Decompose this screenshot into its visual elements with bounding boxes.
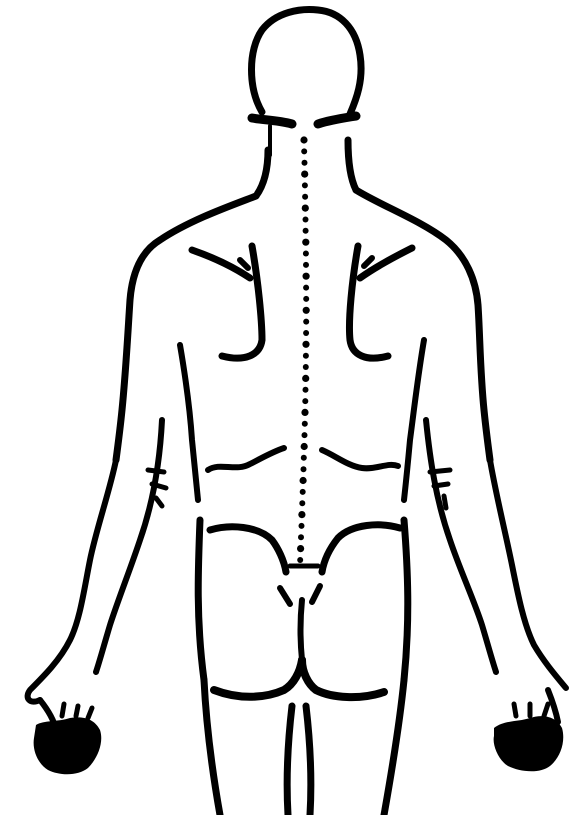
left-shoulder-arm <box>28 196 256 702</box>
spine-dot <box>302 182 308 188</box>
torso-sides <box>180 340 424 500</box>
spine-dot <box>303 353 309 359</box>
spine-dot <box>301 409 308 416</box>
spine-dot <box>301 148 307 154</box>
left-hand <box>34 700 102 774</box>
buttocks <box>214 600 384 697</box>
right-scapula <box>349 246 412 358</box>
spine-dot <box>297 545 304 552</box>
spine-dot <box>301 455 307 461</box>
spine-dot <box>302 341 309 348</box>
spine-dot <box>300 477 307 484</box>
right-hand <box>494 690 564 771</box>
spine-dot <box>303 217 309 223</box>
spine-dot <box>298 511 305 518</box>
spine-dot <box>302 194 308 200</box>
left-scapula <box>192 246 262 358</box>
spine-dot <box>302 432 308 438</box>
spine-dot <box>299 500 305 506</box>
spine-dot <box>303 307 310 314</box>
spine-dot <box>303 228 309 234</box>
spine-dot <box>301 443 308 450</box>
spine-dot <box>301 466 307 472</box>
spine-dot <box>303 364 309 370</box>
spine-dot <box>299 523 305 529</box>
spine-dot <box>302 160 308 166</box>
head <box>252 10 362 155</box>
spine-dot <box>302 421 308 427</box>
spine-dot <box>301 171 308 178</box>
spine-dot <box>302 239 309 246</box>
spine-dot <box>302 398 308 404</box>
spine-dot <box>297 557 303 563</box>
spine-dot <box>303 330 309 336</box>
spine-dot <box>303 285 309 291</box>
spine-dot <box>298 534 304 540</box>
spine-dot <box>303 319 309 325</box>
spine-dotted-line <box>297 136 310 563</box>
spine-dot <box>303 251 309 257</box>
spine-dot <box>302 375 309 382</box>
spine-dot <box>300 136 307 143</box>
spine-dot <box>303 387 309 393</box>
legs <box>204 680 404 815</box>
spine-dot <box>303 273 310 280</box>
spine-dot <box>303 296 309 302</box>
spine-dot <box>300 489 306 495</box>
spine-dot <box>302 205 309 212</box>
spine-dot <box>303 262 309 268</box>
